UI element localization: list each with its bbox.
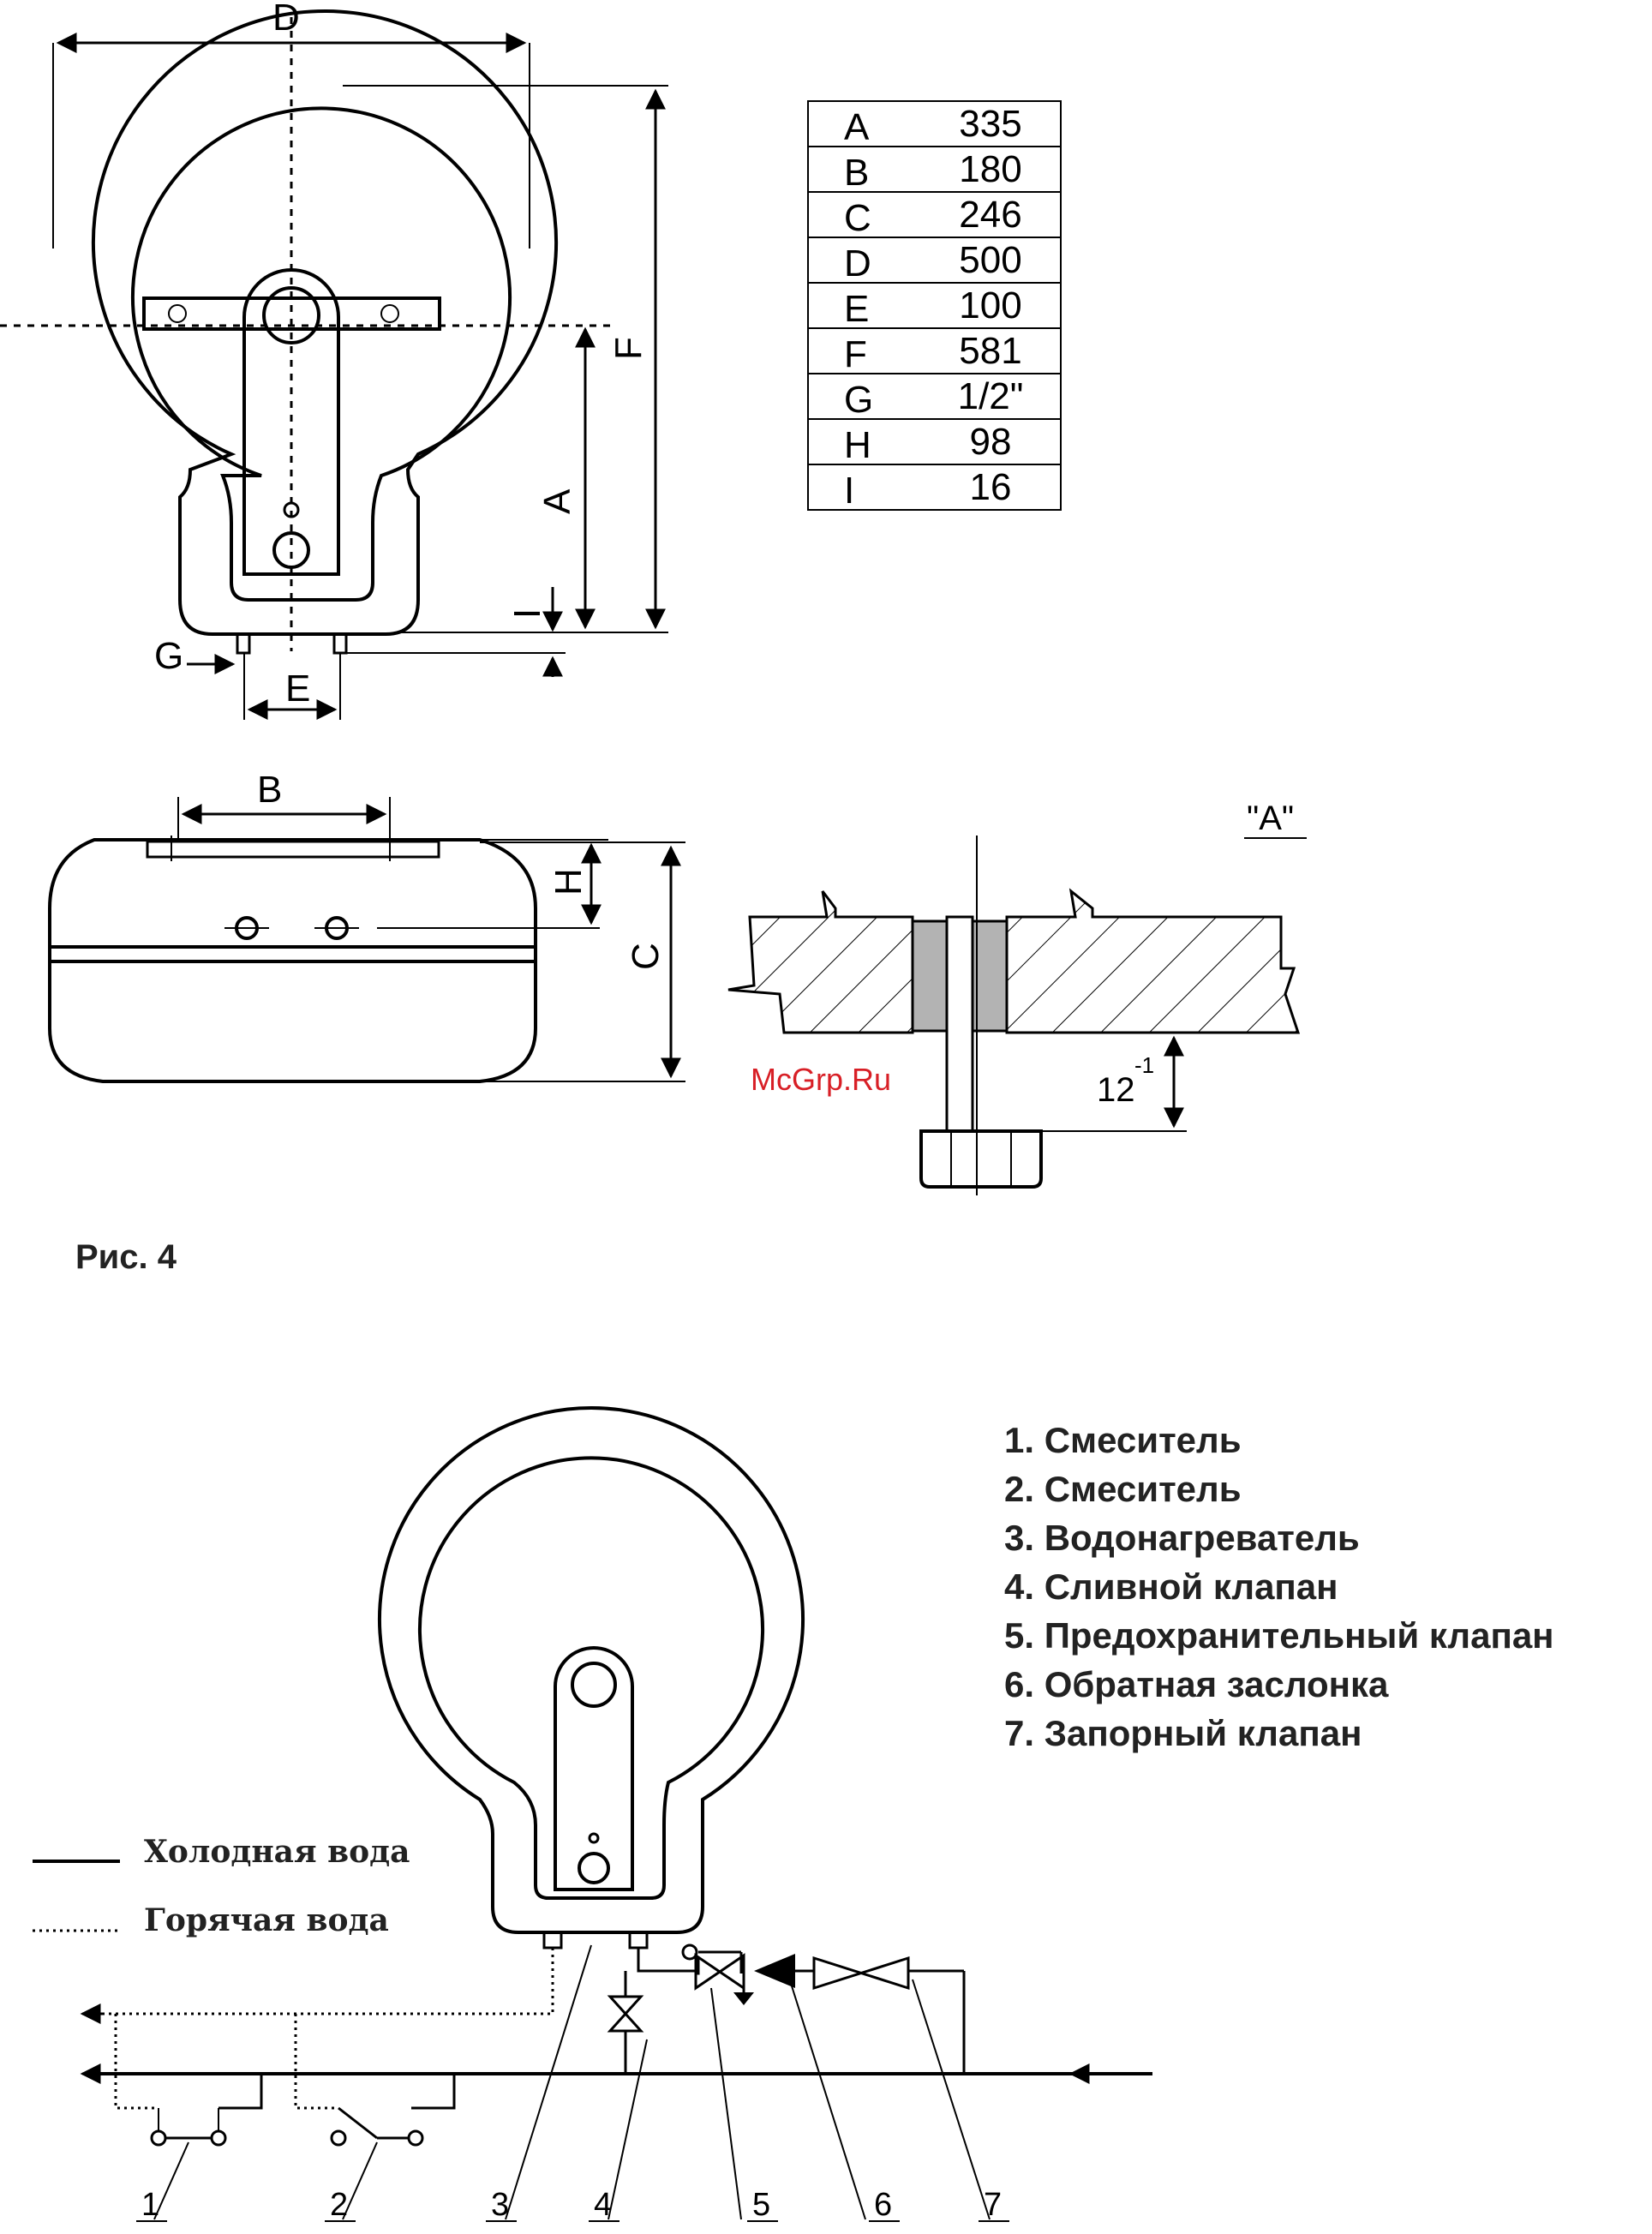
callout-number: 5 [752,2187,770,2223]
component-legend: 1. Смеситель 2. Смеситель 3. Водонагревате… [1004,1420,1554,1753]
pipe-right [334,634,346,653]
table-value: 500 [959,239,1021,281]
table-value: 1/2" [958,375,1024,417]
table-key: H [844,424,871,466]
schematic-heater-inner [420,1458,763,1898]
front-view: D F A I G E [0,0,668,720]
top-mounting-bar [147,841,439,857]
table-value: 98 [970,421,1012,463]
mount-hole-left [169,305,186,322]
legend-item: 5. Предохранительный клапан [1004,1615,1554,1656]
hot-water-line [86,1948,553,2014]
bolt-shaft [947,917,973,1131]
label-h: H [548,868,590,895]
label-g: G [154,635,183,677]
table-key: I [844,470,854,512]
label-i: I [506,608,548,619]
insert-left [913,921,947,1031]
table-key: D [844,243,871,284]
table-value: 581 [959,330,1021,372]
heater-inner-body [133,108,510,600]
detail-dim: 12 [1097,1071,1135,1109]
detail-tolerance: -1 [1134,1052,1154,1078]
table-value: 180 [959,148,1021,190]
callout-number: 3 [491,2187,509,2223]
legend-item: 3. Водонагреватель [1004,1518,1360,1558]
table-value: 335 [959,103,1021,145]
legend-item: 1. Смеситель [1004,1420,1242,1460]
table-key: C [844,197,871,239]
table-value: 16 [970,466,1012,508]
table-key: G [844,379,873,421]
legend-item: 4. Сливной клапан [1004,1566,1338,1607]
table-key: F [844,333,867,375]
table-key: A [844,106,870,148]
callout-number: 6 [874,2187,892,2223]
detail-a: "A" 12 -1 [728,800,1307,1195]
table-key: E [844,288,869,330]
label-c: C [625,943,667,970]
callout-number: 1 [141,2187,159,2223]
pipe-left [237,634,249,653]
installation-schematic: Холодная вода Горячая вода [33,1408,1152,2223]
watermark: McGrp.Ru [751,1062,891,1097]
label-e: E [285,668,310,710]
top-view: B H C [50,769,685,1081]
heater-outer-body [93,11,556,634]
legend-item: 2. Смеситель [1004,1469,1242,1509]
table-key: B [844,152,869,194]
callout-number: 7 [984,2187,1002,2223]
legend-item: 6. Обратная заслонка [1004,1664,1389,1704]
legend-item: 7. Запорный клапан [1004,1713,1362,1753]
legend-cold-water: Холодная вода [144,1834,410,1870]
table-value: 100 [959,284,1021,326]
label-b: B [257,769,282,811]
label-a: A [536,488,578,514]
figure-caption: Рис. 4 [75,1238,177,1276]
callout-number: 4 [594,2187,612,2223]
mount-hole-right [381,305,398,322]
bolt-nut [921,1131,1041,1187]
detail-title: "A" [1247,800,1294,837]
callout-number: 2 [330,2187,348,2223]
label-f: F [608,337,649,360]
table-value: 246 [959,194,1021,236]
legend-hot-water: Горячая вода [144,1902,389,1938]
label-d: D [272,0,300,39]
